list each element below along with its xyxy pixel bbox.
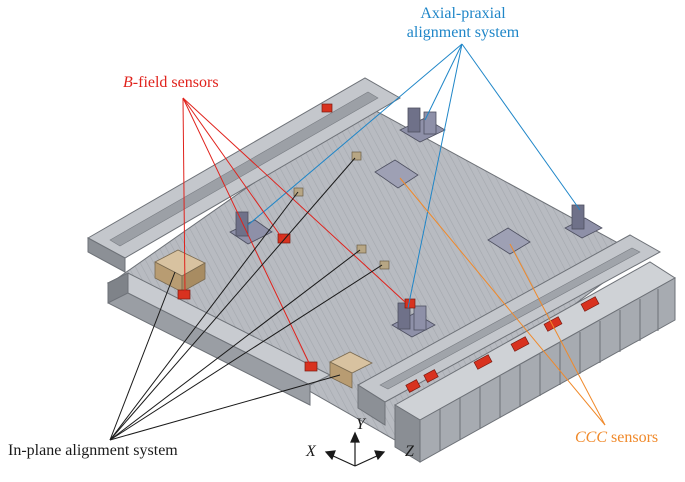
axis-label-y: Y: [356, 416, 365, 433]
tan-block-front: [329, 351, 373, 389]
label-bfield-sensors: B-field sensors: [123, 73, 219, 92]
ccc-callouts: [399, 177, 606, 426]
axis-label-z: Z: [405, 443, 414, 460]
bfield-sensors: [177, 103, 416, 372]
inplane-callouts: [109, 157, 383, 441]
bracket-front: [391, 302, 436, 338]
ccc-sensor-2: [487, 227, 531, 255]
bracket-right: [564, 204, 603, 239]
label-axial-praxial-line2: alignment system: [406, 24, 520, 41]
rail-back-left-groove: [109, 91, 379, 247]
ccc-sensor-1: [374, 159, 419, 189]
rail-back-left-side: [87, 237, 126, 273]
ribbed-block-ribs: [439, 289, 659, 451]
label-ccc-rest: sensors: [607, 429, 659, 446]
coordinate-axes: [324, 431, 386, 467]
label-ccc-sensors: CCC sensors: [575, 428, 658, 447]
bracket-back: [399, 107, 446, 143]
label-ccc-italic: CCC: [575, 429, 608, 446]
ribbed-block-front: [394, 404, 421, 463]
tan-block-left: [154, 249, 206, 293]
rail-front-right-side: [357, 384, 386, 426]
label-axial-praxial: Axial-praxial alignment system: [393, 4, 533, 42]
rail-sensors: [405, 296, 600, 393]
axial-praxial-callouts: [247, 43, 581, 309]
pillar-mounts: [293, 151, 390, 270]
label-bfield-rest: -field sensors: [132, 74, 219, 91]
axis-label-x: X: [306, 443, 316, 460]
label-bfield-italic: B: [123, 74, 133, 91]
rail-front-right-groove: [379, 247, 641, 390]
label-inplane-alignment: In-plane alignment system: [8, 442, 178, 459]
label-axial-praxial-line1: Axial-praxial: [420, 5, 506, 22]
beam-left-end: [107, 272, 129, 304]
bfield-callouts: [182, 97, 406, 366]
bracket-left: [229, 211, 273, 245]
